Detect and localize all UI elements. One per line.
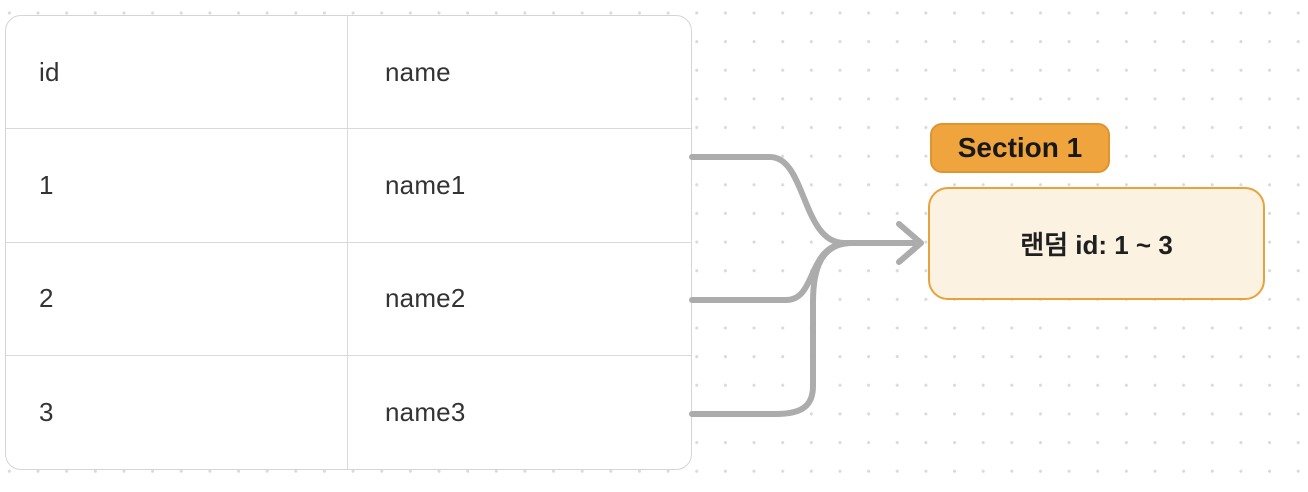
edge-row1[interactable] <box>689 154 916 246</box>
table-header-id: id <box>6 16 348 130</box>
cell-value: name1 <box>385 169 466 200</box>
cell-value: 1 <box>39 169 54 200</box>
edge-row2[interactable] <box>689 240 916 303</box>
table-cell-name: name3 <box>348 356 691 469</box>
table-cell-id: 3 <box>6 355 348 469</box>
column-header-label: id <box>39 56 60 87</box>
section-note-box[interactable]: 랜덤 id: 1 ~ 3 <box>928 187 1265 300</box>
table-cell-id: 2 <box>6 242 348 356</box>
section-badge[interactable]: Section 1 <box>930 123 1110 173</box>
edge-row3[interactable] <box>689 240 916 417</box>
section-badge-label: Section 1 <box>957 132 1083 163</box>
column-header-label: name <box>385 56 451 87</box>
table-node[interactable]: id name 1 name1 2 name2 3 name3 <box>5 15 692 470</box>
table-cell-name: name2 <box>348 243 691 356</box>
table-cell-id: 1 <box>6 129 348 243</box>
cell-value: 3 <box>39 396 54 427</box>
section-note-label: 랜덤 id: 1 ~ 3 <box>1020 230 1173 260</box>
cell-value: name2 <box>385 283 466 314</box>
table-cell-name: name1 <box>348 129 691 243</box>
cell-value: name3 <box>385 396 466 427</box>
arrowhead-icon <box>896 221 924 265</box>
cell-value: 2 <box>39 283 54 314</box>
table-header-name: name <box>348 16 691 130</box>
